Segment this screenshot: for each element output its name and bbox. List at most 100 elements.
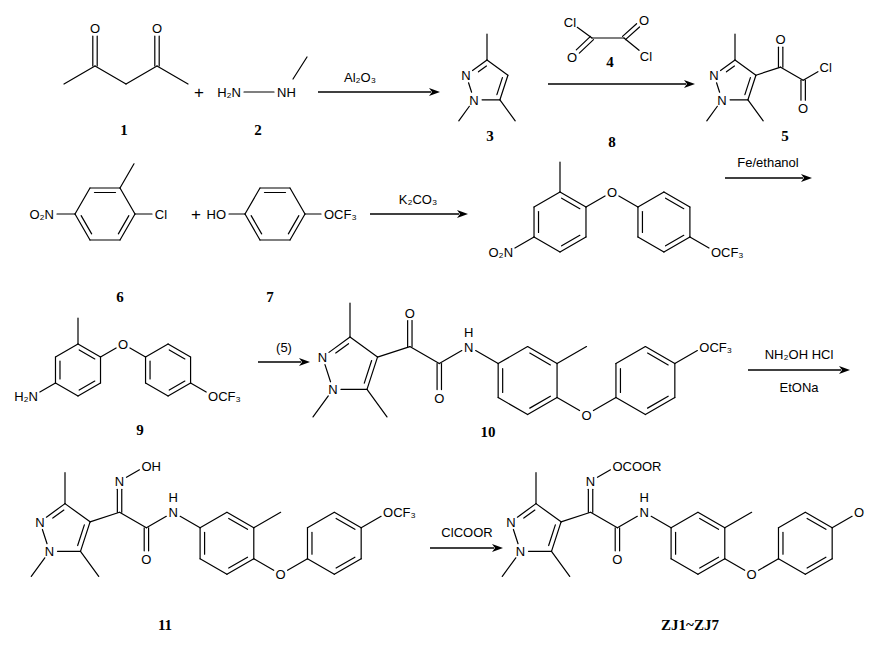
atom-label: NH — [277, 86, 296, 99]
reaction-arrows — [258, 80, 850, 552]
bond — [229, 518, 248, 529]
atom-label: O — [118, 338, 128, 351]
bond — [700, 557, 719, 568]
bond — [135, 213, 152, 214]
bond — [562, 235, 580, 246]
reaction-arrow — [725, 174, 812, 182]
bond — [79, 381, 95, 390]
bond — [549, 525, 556, 546]
bond — [498, 398, 527, 415]
compound-number: 2 — [254, 123, 262, 138]
bond — [251, 216, 262, 234]
bond — [77, 318, 78, 344]
bond — [130, 348, 146, 357]
bond — [530, 396, 551, 408]
bond — [101, 348, 117, 357]
bond — [576, 36, 590, 49]
bond — [502, 558, 516, 577]
atom-label: N — [35, 515, 44, 528]
bond — [562, 198, 580, 209]
atom-label: OCF₃ — [699, 340, 732, 353]
bond — [336, 518, 355, 529]
bond — [377, 347, 409, 358]
atom-label: N — [717, 93, 726, 106]
bond — [533, 207, 534, 237]
bond — [90, 512, 119, 522]
bond — [367, 389, 387, 417]
reagent-label: K₂CO₃ — [399, 193, 438, 206]
atom-label: N — [464, 340, 473, 353]
atom-label: O — [276, 568, 286, 581]
compound-number: 5 — [781, 129, 789, 144]
bond — [625, 27, 639, 40]
bond — [53, 510, 64, 518]
bond — [265, 192, 286, 193]
bond — [778, 559, 805, 575]
bond — [498, 347, 527, 364]
bond — [832, 516, 852, 528]
bond — [95, 66, 126, 84]
arrow-head — [839, 366, 850, 374]
bond — [588, 489, 589, 512]
atom-label: H₂N — [217, 86, 241, 99]
arrow-head — [801, 174, 812, 182]
bond — [591, 512, 618, 528]
bond — [97, 36, 98, 66]
bond — [500, 100, 515, 121]
bond — [349, 303, 350, 337]
atom-label: OCF₃ — [383, 506, 416, 519]
atom-label: O — [434, 391, 444, 404]
bond — [671, 512, 698, 528]
bond — [592, 489, 593, 512]
bond — [288, 559, 308, 571]
plus-sign: + — [191, 206, 201, 223]
bond — [700, 518, 719, 529]
bond — [120, 512, 147, 528]
bond — [336, 344, 349, 353]
atom-label: O — [90, 22, 100, 35]
compound-number: 3 — [486, 129, 494, 144]
bond — [651, 516, 671, 528]
atom-label: O — [405, 306, 415, 319]
bond — [204, 532, 205, 554]
bond — [95, 192, 116, 193]
bond — [361, 528, 362, 559]
atom-label: N — [586, 475, 595, 488]
bond — [759, 559, 779, 571]
reagent-label: (5) — [276, 341, 292, 354]
atom-label: Cl — [155, 208, 167, 221]
bond — [40, 383, 56, 392]
bond — [778, 512, 805, 528]
compound-number: 11 — [158, 618, 172, 633]
bond — [169, 381, 185, 390]
compound-number: 8 — [608, 135, 616, 150]
atom-label: O₂N — [488, 246, 513, 259]
reaction-arrow — [430, 544, 503, 552]
bond — [557, 398, 580, 411]
bond — [529, 551, 552, 552]
arrow-head — [684, 80, 695, 88]
arrow-head — [492, 544, 503, 552]
arrow-head — [299, 358, 310, 366]
reaction-arrow — [318, 88, 440, 96]
reagent-label: Al₂O₃ — [344, 71, 376, 84]
bond — [671, 559, 698, 575]
bond — [666, 235, 684, 246]
reaction-arrow — [370, 210, 468, 218]
bond — [305, 213, 321, 214]
arrow-shaft — [318, 91, 431, 92]
bond — [157, 66, 188, 84]
bond — [229, 557, 248, 568]
bond — [57, 213, 75, 214]
reagent-label: ClCOOR — [441, 526, 492, 539]
bond — [361, 516, 381, 528]
atom-label: N — [169, 506, 178, 519]
bond — [756, 67, 781, 75]
compound-number: 1 — [120, 123, 128, 138]
bond — [80, 522, 90, 551]
bond — [476, 351, 499, 364]
bond — [717, 83, 720, 92]
bond — [313, 396, 328, 417]
atom-label: N — [469, 93, 478, 106]
